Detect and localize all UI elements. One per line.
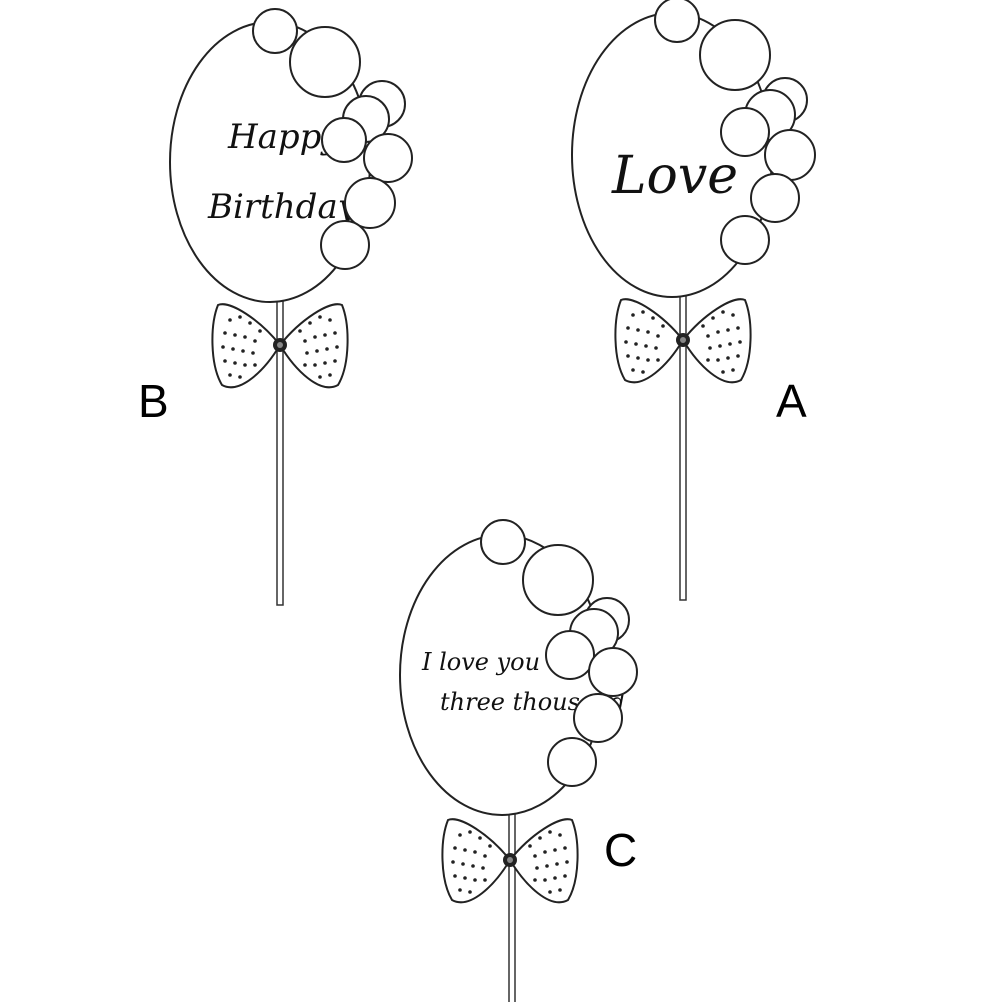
topper-text-line: Love [611, 146, 738, 206]
topper-c: I love you three thousand C [399, 519, 638, 1002]
topper-b: Happy Birthday B [138, 8, 413, 606]
topper-text-line: I love you [421, 648, 540, 676]
bubbles [480, 519, 638, 787]
stick [508, 811, 516, 1002]
bubbles [252, 8, 413, 270]
topper-label: C [604, 824, 637, 876]
topper-text-line: Birthday [207, 187, 358, 227]
topper-label: B [138, 375, 169, 427]
topper-a: Love A [571, 0, 816, 601]
bubbles [654, 0, 816, 265]
topper-label: A [776, 375, 807, 427]
